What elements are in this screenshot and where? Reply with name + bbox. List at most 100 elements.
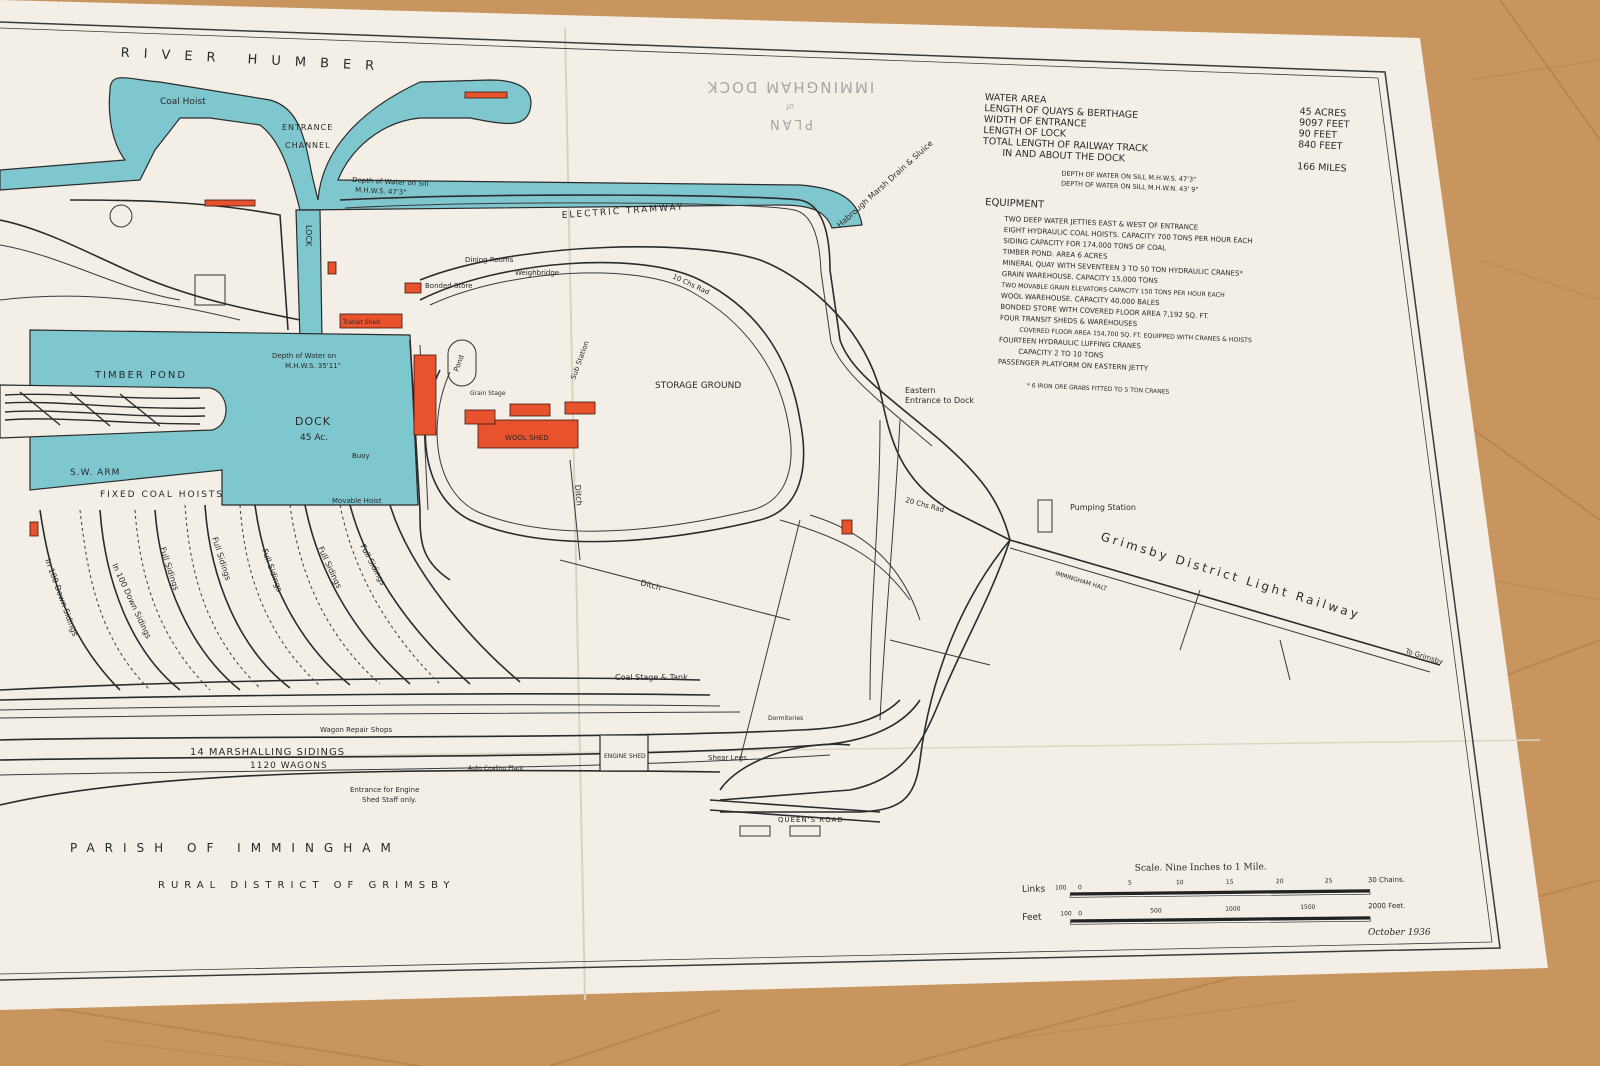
svg-text:IMMINGHAM DOCK: IMMINGHAM DOCK (706, 78, 875, 96)
bonded-store-label: Bonded Store (425, 282, 472, 290)
scale-links-label: Links (1022, 885, 1046, 895)
svg-text:100: 100 (1055, 884, 1067, 891)
rural-district-label: RURAL DISTRICT OF GRIMSBY (158, 880, 456, 891)
wagon-repair-label: Wagon Repair Shops (320, 726, 392, 734)
dock-depth-label: Depth of Water on (272, 352, 336, 360)
stat-value: 840 FEET (1298, 139, 1343, 152)
engine-shed (599, 734, 649, 772)
svg-text:25: 25 (1325, 878, 1333, 885)
shed-entrance-label: Shed Staff only. (362, 796, 416, 804)
map-date: October 1936 (1368, 928, 1431, 938)
storage-ground-label: STORAGE GROUND (655, 381, 741, 391)
movable-hoist-label: Movable Hoist (332, 497, 382, 505)
sw-arm-hatching (4, 391, 206, 427)
shear-legs-label: Shear Legs (708, 754, 747, 762)
marshalling-label: 1120 WAGONS (250, 761, 328, 771)
svg-text:of: of (786, 102, 794, 111)
svg-text:1000: 1000 (1225, 906, 1241, 913)
dock-depth-label: M.H.W.S. 35'11" (285, 362, 341, 370)
stat-value: 166 MILES (1297, 161, 1347, 174)
ditch-label: Ditch (573, 484, 584, 506)
dock-label: DOCK (295, 415, 331, 428)
eastern-entrance-label: Entrance to Dock (905, 396, 974, 405)
engine-shed-label: ENGINE SHED (604, 753, 646, 760)
paper-sheet (0, 0, 1548, 1010)
auto-coaling-label: Auto Coaling Plant (468, 765, 524, 772)
scale-links-end: 30 Chains. (1368, 876, 1405, 884)
transit-shed (339, 313, 403, 329)
coal-hoists-label: FIXED COAL HOISTS (100, 490, 224, 500)
svg-text:PLAN: PLAN (767, 116, 813, 131)
wool-shed (477, 419, 579, 449)
sill-depth-label: M.H.W.S. 47'3" (355, 186, 407, 197)
buoy-label: Buoy (352, 452, 370, 460)
dock-area-label: 45 Ac. (300, 433, 328, 443)
quay-building (194, 274, 226, 306)
lock-label: LOCK (304, 225, 313, 247)
svg-text:20: 20 (1276, 878, 1284, 885)
scale-links-ticks: 100 0 5 10 15 20 25 (1055, 878, 1333, 892)
map-border (0, 21, 1501, 981)
map-border (0, 27, 1493, 975)
marshalling-label: 14 MARSHALLING SIDINGS (190, 747, 345, 758)
gas-tank (109, 204, 133, 228)
parish-label: PARISH OF IMMINGHAM (70, 841, 401, 855)
svg-text:1500: 1500 (1300, 904, 1316, 911)
svg-text:100: 100 (1060, 910, 1072, 917)
pumping-station (1037, 499, 1053, 533)
weighbridge-label: Weighbridge (515, 269, 559, 277)
dining-rooms-label: Dining Rooms (465, 256, 514, 264)
eastern-entrance-label: Eastern (905, 386, 935, 395)
queens-road-label: QUEEN'S ROAD (778, 816, 844, 824)
scale-feet-bar (1070, 916, 1371, 923)
svg-text:10: 10 (1176, 879, 1184, 886)
transit-shed-label: Transit Shed (342, 319, 380, 326)
stat-value: 45 ACRES (1299, 106, 1346, 119)
svg-text:500: 500 (1150, 907, 1162, 914)
grain-warehouse (413, 354, 437, 436)
jetty-hoist (464, 91, 508, 99)
coal-office (29, 521, 39, 537)
scale-feet-end: 2000 Feet. (1368, 902, 1405, 910)
svg-text:0: 0 (1078, 910, 1082, 917)
wool-shed-annex (509, 403, 551, 417)
dock-buildings (29, 91, 853, 537)
stat-label: WIDTH OF ENTRANCE (984, 114, 1087, 130)
quay-shed (327, 261, 337, 275)
entrance-channel (0, 77, 863, 229)
road-gate (789, 825, 821, 837)
scale-title: Scale. Nine Inches to 1 Mile. (1135, 862, 1267, 873)
scale-bar: Scale. Nine Inches to 1 Mile. Links 100 … (1022, 862, 1406, 925)
coal-stage-label: Coal Stage & Tank (615, 673, 688, 682)
west-jetty-shed (204, 199, 256, 207)
wool-shed-annex (564, 401, 596, 415)
signal-box (841, 519, 853, 535)
grain-stage-label: Grain Stage (470, 390, 506, 397)
pond (447, 339, 477, 387)
road-gate (739, 825, 771, 837)
bonded-store (404, 282, 422, 294)
wool-shed-annex (464, 409, 496, 425)
scale-feet-ticks: 100 0 500 1000 1500 (1060, 904, 1316, 918)
stat-label: LENGTH OF LOCK (983, 125, 1067, 140)
svg-text:5: 5 (1128, 880, 1132, 887)
pumping-station-label: Pumping Station (1070, 503, 1136, 512)
scale-links-bar (1070, 889, 1371, 896)
plan-title: PLAN of IMMINGHAM DOCK (706, 78, 875, 131)
equipment-item: CAPACITY 2 TO 10 TONS (1018, 348, 1104, 360)
sw-arm-label: S.W. ARM (70, 468, 120, 478)
wool-shed-label: WOOL SHED (505, 434, 549, 442)
coal-hoist-label: Coal Hoist (160, 97, 206, 107)
stat-value: 9097 FEET (1299, 117, 1350, 130)
dormitories-label: Dormitories (768, 715, 803, 722)
equipment-heading: EQUIPMENT (985, 197, 1045, 211)
shed-entrance-label: Entrance for Engine (350, 786, 419, 794)
svg-text:0: 0 (1078, 884, 1082, 891)
entrance-channel-label: ENTRANCE (282, 123, 333, 132)
scale-feet-label: Feet (1022, 913, 1042, 923)
svg-text:15: 15 (1226, 879, 1234, 886)
entrance-channel-label: CHANNEL (285, 141, 331, 150)
timber-pond-label: TIMBER POND (94, 370, 187, 381)
stat-value: 90 FEET (1298, 128, 1337, 141)
